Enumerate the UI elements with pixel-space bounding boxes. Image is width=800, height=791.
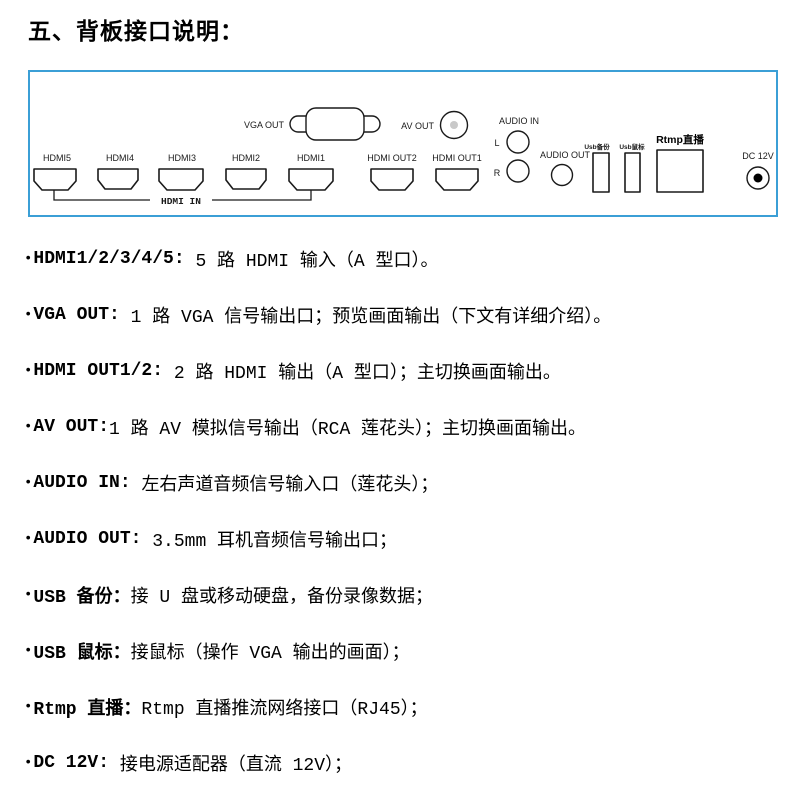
usb-mouse-label: Usb鼠标 (619, 142, 645, 151)
hdmi3-label: HDMI3 (168, 153, 196, 163)
bullet-icon: • (24, 643, 33, 659)
bullet-icon: • (24, 307, 33, 323)
bullet-icon: • (24, 531, 33, 547)
item-text: 1 路 VGA 信号输出口；预览画面输出（下文有详细介绍）。 (130, 308, 612, 328)
bullet-icon: • (24, 419, 33, 435)
rtmp-label: Rtmp直播 (656, 133, 704, 146)
item-label: DC 12V: (33, 753, 120, 773)
hdmi3-port-icon (158, 168, 204, 191)
audio-in-label: AUDIO IN (499, 116, 539, 126)
back-panel-svg: HDMI5 HDMI4 HDMI3 HDMI2 HDMI1 HDMI IN HD… (33, 107, 774, 207)
audio-out-label: AUDIO OUT (540, 150, 591, 160)
item-label: AUDIO IN: (33, 473, 142, 493)
av-out-pin (450, 121, 458, 129)
item-text: 5 路 HDMI 输入（A 型口）。 (195, 252, 439, 272)
hdmi5-port-icon (33, 168, 77, 191)
item-text: 接 U 盘或移动硬盘，备份录像数据； (130, 588, 434, 608)
hdmi2-port-icon (225, 168, 267, 190)
list-item-hdmi-out: •HDMI OUT1/2: 2 路 HDMI 输出（A 型口）；主切换画面输出。 (24, 343, 784, 399)
hdmi-in-label: HDMI IN (161, 196, 201, 207)
usb-backup-label: Usb备份 (584, 142, 610, 151)
item-text: 接鼠标（操作 VGA 输出的画面）； (130, 644, 410, 664)
bullet-icon: • (24, 475, 33, 491)
list-item-usb-backup: •USB 备份：接 U 盘或移动硬盘，备份录像数据； (24, 567, 784, 623)
hdmi5-label: HDMI5 (43, 153, 71, 163)
hdmi-in-label-bg (150, 193, 212, 207)
item-text: 左右声道音频信号输入口（莲花头）； (141, 476, 439, 496)
item-text: 3.5mm 耳机音频信号输出口； (152, 532, 398, 552)
item-label: USB 鼠标： (33, 644, 131, 664)
item-text: Rtmp 直播推流网络接口（RJ45）； (141, 700, 428, 720)
vga-out-port-icon (289, 107, 381, 141)
bullet-icon: • (24, 363, 33, 379)
hdmi-out1-label: HDMI OUT1 (432, 153, 482, 163)
item-text: 接电源适配器（直流 12V）； (119, 756, 353, 776)
item-text: 1 路 AV 模拟信号输出（RCA 莲花头）；主切换画面输出。 (109, 420, 587, 440)
list-item-audio-out: •AUDIO OUT: 3.5mm 耳机音频信号输出口； (24, 511, 784, 567)
vga-out-label: VGA OUT (244, 120, 285, 130)
list-item-hdmi-in: •HDMI1/2/3/4/5: 5 路 HDMI 输入（A 型口）。 (24, 231, 784, 287)
list-item-usb-mouse: •USB 鼠标：接鼠标（操作 VGA 输出的画面）； (24, 623, 784, 679)
list-item-dc-12v: •DC 12V: 接电源适配器（直流 12V）； (24, 735, 784, 791)
bullet-icon: • (24, 587, 33, 603)
rtmp-port-icon (656, 149, 704, 193)
list-item-audio-in: •AUDIO IN: 左右声道音频信号输入口（莲花头）； (24, 455, 784, 511)
hdmi1-port-icon (288, 168, 334, 191)
port-description-list: •HDMI1/2/3/4/5: 5 路 HDMI 输入（A 型口）。 •VGA … (24, 231, 784, 791)
audio-in-r-port-icon (506, 159, 530, 183)
list-item-vga-out: •VGA OUT: 1 路 VGA 信号输出口；预览画面输出（下文有详细介绍）。 (24, 287, 784, 343)
bullet-icon: • (24, 755, 33, 771)
hdmi-out2-port-icon (370, 168, 414, 191)
av-out-label: AV OUT (401, 121, 434, 131)
item-label: USB 备份： (33, 588, 131, 608)
hdmi2-label: HDMI2 (232, 153, 260, 163)
bullet-icon: • (24, 699, 33, 715)
item-label: HDMI1/2/3/4/5: (33, 249, 196, 269)
hdmi-out1-port-icon (435, 168, 479, 191)
page-title: 五、背板接口说明： (28, 18, 244, 44)
hdmi4-port-icon (97, 168, 139, 190)
bullet-icon: • (24, 251, 33, 267)
dc-12v-label: DC 12V (742, 151, 774, 161)
audio-l-label: L (494, 138, 499, 148)
audio-r-label: R (494, 168, 501, 178)
item-label: HDMI OUT1/2: (33, 361, 174, 381)
item-label: AUDIO OUT: (33, 529, 153, 549)
hdmi1-label: HDMI1 (297, 153, 325, 163)
item-text: 2 路 HDMI 输出（A 型口）；主切换画面输出。 (173, 364, 561, 384)
item-label: Rtmp 直播： (33, 700, 142, 720)
list-item-av-out: •AV OUT:1 路 AV 模拟信号输出（RCA 莲花头）；主切换画面输出。 (24, 399, 784, 455)
item-label: VGA OUT: (33, 305, 131, 325)
dc-12v-pin (753, 173, 763, 183)
hdmi-out2-label: HDMI OUT2 (367, 153, 417, 163)
list-item-rtmp: •Rtmp 直播：Rtmp 直播推流网络接口（RJ45）； (24, 679, 784, 735)
usb-mouse-port-icon (624, 152, 641, 193)
back-panel-diagram: HDMI5 HDMI4 HDMI3 HDMI2 HDMI1 HDMI IN HD… (28, 70, 778, 217)
item-label: AV OUT: (33, 417, 110, 437)
audio-in-l-port-icon (506, 130, 530, 154)
hdmi4-label: HDMI4 (106, 153, 134, 163)
audio-out-port-icon (550, 163, 574, 187)
usb-backup-port-icon (592, 152, 610, 193)
